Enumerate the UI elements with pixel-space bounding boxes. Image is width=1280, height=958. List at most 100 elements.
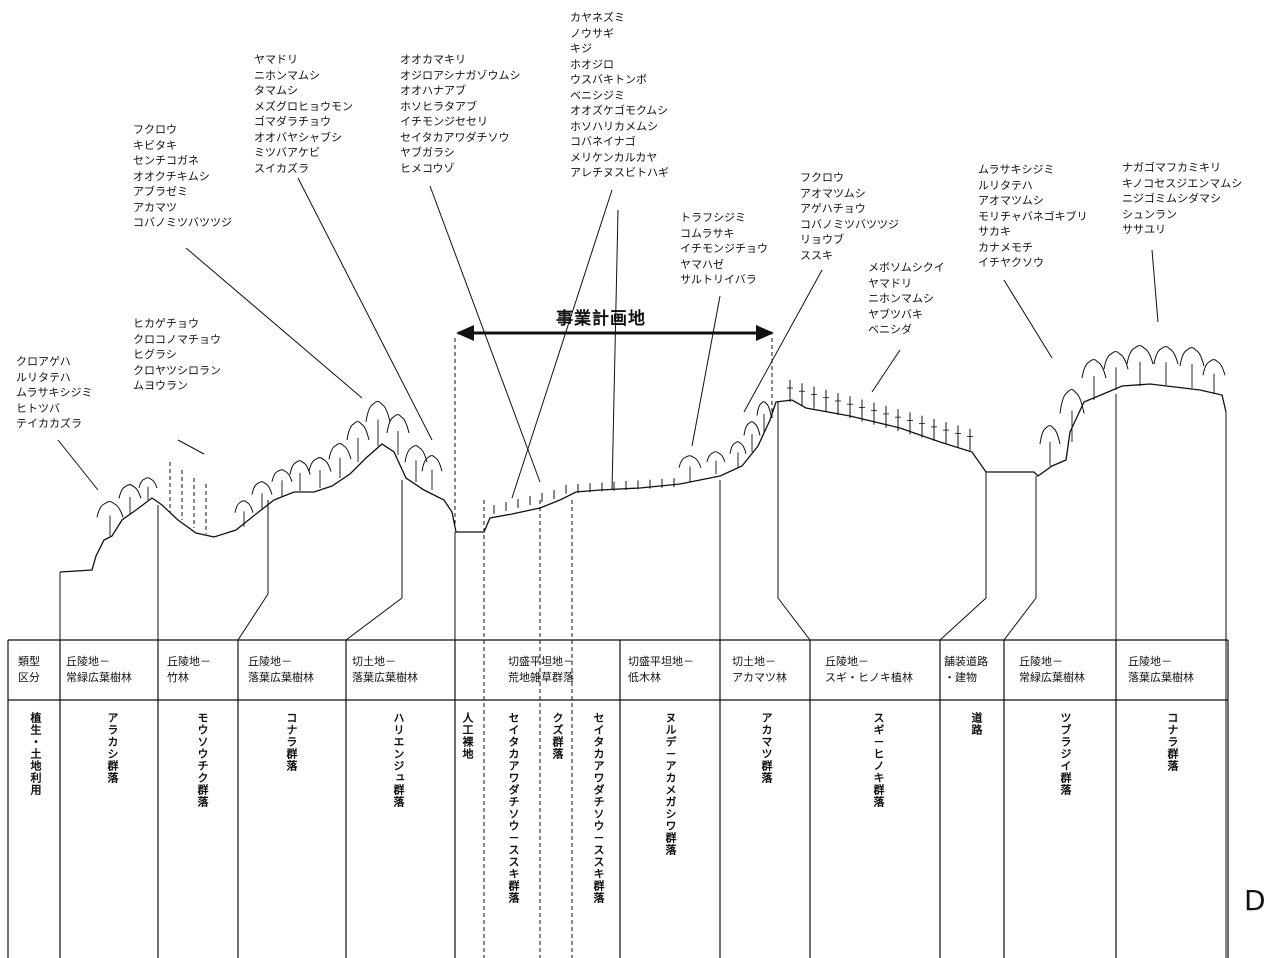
species-name: ミツバアケビ — [254, 146, 320, 159]
type-cell: 丘陵地－常緑広葉樹林 — [1019, 655, 1085, 684]
species-name: サルトリイバラ — [680, 273, 757, 286]
tree-canopy — [1059, 388, 1085, 414]
species-name: ササユリ — [1122, 223, 1166, 236]
tree-canopy — [1081, 359, 1107, 379]
connector-line — [777, 402, 811, 641]
species-name: ノウサギ — [570, 26, 614, 40]
tree-canopy — [386, 414, 410, 434]
community-label: モウソウチク群落 — [196, 712, 209, 808]
species-name: ムヨウラン — [133, 379, 188, 392]
species-name: オオカマキリ — [400, 53, 466, 66]
species-name: ムラサキシジミ — [978, 163, 1055, 176]
tree-canopy — [1179, 347, 1205, 367]
species-name: シュンラン — [1122, 207, 1177, 221]
species-name: ヤマドリ — [254, 53, 298, 66]
leader-line — [511, 189, 613, 499]
tree-canopy — [289, 460, 311, 475]
species-name: ヤブツバキ — [868, 307, 923, 321]
panel-letter: D — [1244, 884, 1266, 917]
type-cell: 舗装道路・建物 — [944, 655, 988, 684]
leader-line — [691, 295, 721, 447]
species-group: トラフシジミコムラサキイチモンジチョウヤマハゼサルトリイバラ — [680, 210, 768, 288]
species-name: ホオジロ — [570, 57, 614, 71]
species-group: ナガゴマフカミキリキノコセスジエンマムシニジゴミムシダマシシュンランササユリ — [1122, 160, 1242, 238]
species-name: ナガゴマフカミキリ — [1122, 161, 1221, 174]
connector-line — [237, 500, 269, 641]
species-name: トラフシジミ — [680, 211, 746, 224]
species-name: ヒカゲチョウ — [133, 317, 199, 330]
species-name: アレチヌスビトハギ — [570, 166, 669, 179]
leader-line — [57, 439, 99, 491]
species-name: ヤマハゼ — [680, 257, 724, 271]
tree-canopy — [271, 469, 293, 482]
species-name: キビタキ — [133, 138, 177, 152]
species-name: ヤブガラシ — [400, 146, 455, 159]
species-name: アゲハチョウ — [800, 202, 866, 215]
species-name: クロコノマチョウ — [133, 332, 221, 346]
leader-line — [871, 349, 901, 393]
connector-line — [1003, 476, 1037, 641]
species-group: ヤマドリニホンマムシタマムシメズグロヒョウモンゴマダラチョウオオバヤシャブシミツ… — [254, 52, 353, 176]
tree-canopy — [118, 484, 142, 499]
species-name: コムラサキ — [680, 226, 735, 240]
community-label: コナラ群落 — [285, 712, 298, 772]
connector-line — [939, 472, 987, 641]
community-label: ヌルデ－アカメガシワ群落 — [664, 712, 677, 856]
species-name: サカキ — [978, 225, 1011, 238]
project-area-label: 事業計画地 — [556, 309, 646, 329]
tree-canopy — [138, 477, 158, 489]
species-name: ベニシジミ — [570, 88, 625, 102]
community-label: セイタカアワダチソウ－ススキ群落 — [507, 712, 520, 904]
community-label: 人工裸地 — [461, 712, 474, 760]
species-name: コバノミツバツツジ — [800, 217, 899, 231]
species-name: キノコセスジエンマムシ — [1122, 176, 1243, 190]
species-name: ヒグラシ — [133, 348, 177, 361]
species-name: アオマツムシ — [978, 194, 1044, 207]
species-name: カヤネズミ — [570, 11, 625, 24]
tree-canopy — [1153, 346, 1179, 365]
type-cell: 丘陵地－竹林 — [167, 655, 211, 684]
species-name: クロアゲハ — [16, 355, 71, 368]
community-label: コナラ群落 — [1166, 712, 1179, 772]
species-name: リョウブ — [800, 233, 844, 246]
tree-canopy — [729, 441, 747, 454]
species-name: メズグロヒョウモン — [254, 99, 353, 113]
type-cell: 切盛平坦地－低木林 — [628, 655, 694, 684]
leader-line — [297, 177, 433, 441]
species-name: ホソハリカメムシ — [570, 119, 658, 133]
species-name: スイカズラ — [254, 161, 309, 175]
row-label-vegetation: 植生・土地利用 — [29, 712, 42, 796]
species-name: タマムシ — [254, 84, 298, 97]
leader-line — [743, 269, 823, 413]
species-name: ルリタテハ — [978, 178, 1033, 192]
leader-line — [1003, 279, 1053, 359]
species-name: メリケンカルカヤ — [570, 150, 658, 164]
species-name: ヒメコウゾ — [400, 161, 455, 175]
species-name: オオクチキムシ — [133, 169, 210, 183]
species-name: ルリタテハ — [16, 370, 71, 384]
species-group: ヒカゲチョウクロコノマチョウヒグラシクロヤツシロランムヨウラン — [133, 316, 221, 394]
tree-canopy — [365, 401, 391, 422]
tree-canopy — [1039, 425, 1061, 445]
community-label: セイタカアワダチソウ－ススキ群落 — [592, 712, 605, 904]
type-cell: 切土地－落葉広葉樹林 — [352, 655, 418, 684]
species-group: フクロウキビタキセンチコガネオオクチキムシアブラゼミアカマツコバノミツバツツジ — [133, 122, 232, 231]
community-label: 道路 — [970, 712, 983, 736]
leader-line — [185, 247, 363, 399]
species-group: クロアゲハルリタテハムラサキシジミヒトツバテイカカズラ — [16, 354, 92, 432]
species-name: ゴマダラチョウ — [254, 115, 331, 128]
species-name: イチヤクソウ — [978, 256, 1044, 269]
tree-canopy — [706, 451, 726, 463]
species-name: ベニシダ — [868, 323, 912, 336]
community-label: アラカシ群落 — [106, 712, 119, 784]
project-arrow-left-head — [456, 325, 474, 341]
tree-canopy — [1103, 351, 1129, 370]
species-name: ヒトツバ — [16, 401, 60, 415]
species-name: ムラサキシジミ — [16, 386, 93, 399]
community-label: ツブラジイ群落 — [1059, 712, 1072, 796]
species-name: ホソヒラタアブ — [400, 99, 477, 113]
tree-canopy — [743, 421, 761, 436]
tree-canopy — [308, 457, 332, 472]
type-cell: 丘陵地－落葉広葉樹林 — [1128, 655, 1194, 684]
